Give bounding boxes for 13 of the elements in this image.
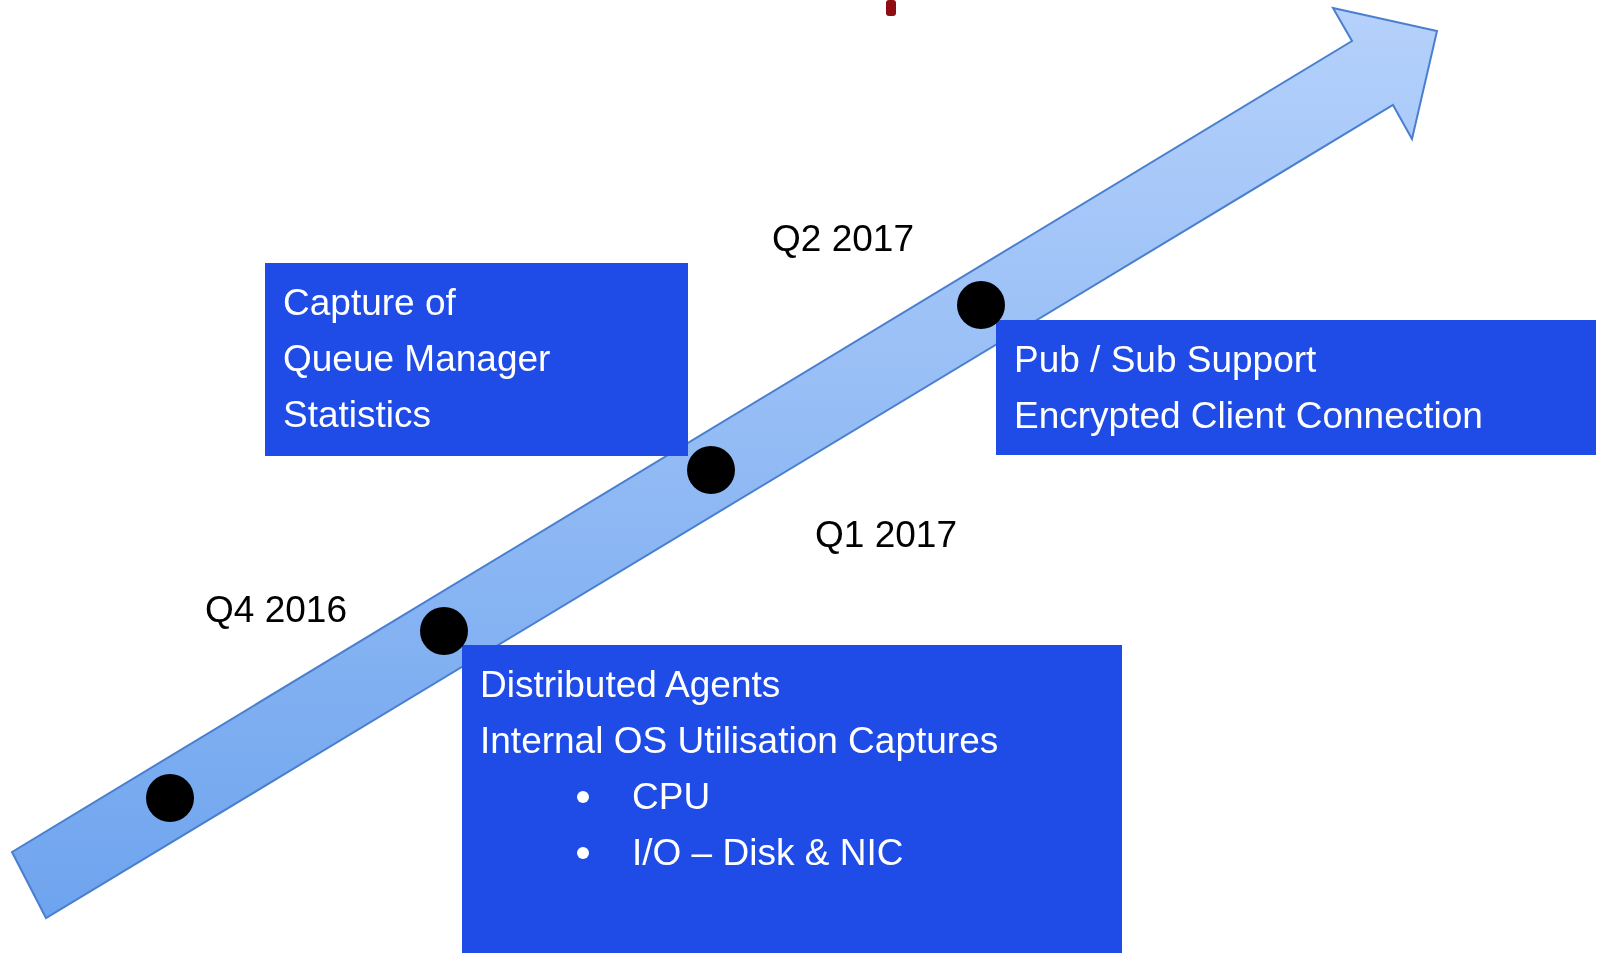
milestone-text: Internal OS Utilisation Captures bbox=[480, 719, 1000, 763]
milestone-text-box bbox=[996, 320, 1596, 455]
date-label: Q2 2017 bbox=[772, 218, 914, 260]
milestone-text-box bbox=[265, 263, 688, 456]
milestone-text: Encrypted Client Connection bbox=[1014, 394, 1484, 438]
milestone-text-box bbox=[462, 645, 1122, 953]
bullet-item: I/O – Disk & NIC bbox=[632, 831, 904, 875]
bullet-item: CPU bbox=[632, 775, 711, 819]
date-label: Q1 2017 bbox=[815, 514, 957, 556]
milestone-text: Pub / Sub Support bbox=[1014, 338, 1318, 382]
milestone-text: Distributed Agents bbox=[480, 663, 782, 707]
milestone-text: Capture of Queue Manager Statistics bbox=[283, 281, 552, 437]
date-label: Q4 2016 bbox=[205, 589, 347, 631]
